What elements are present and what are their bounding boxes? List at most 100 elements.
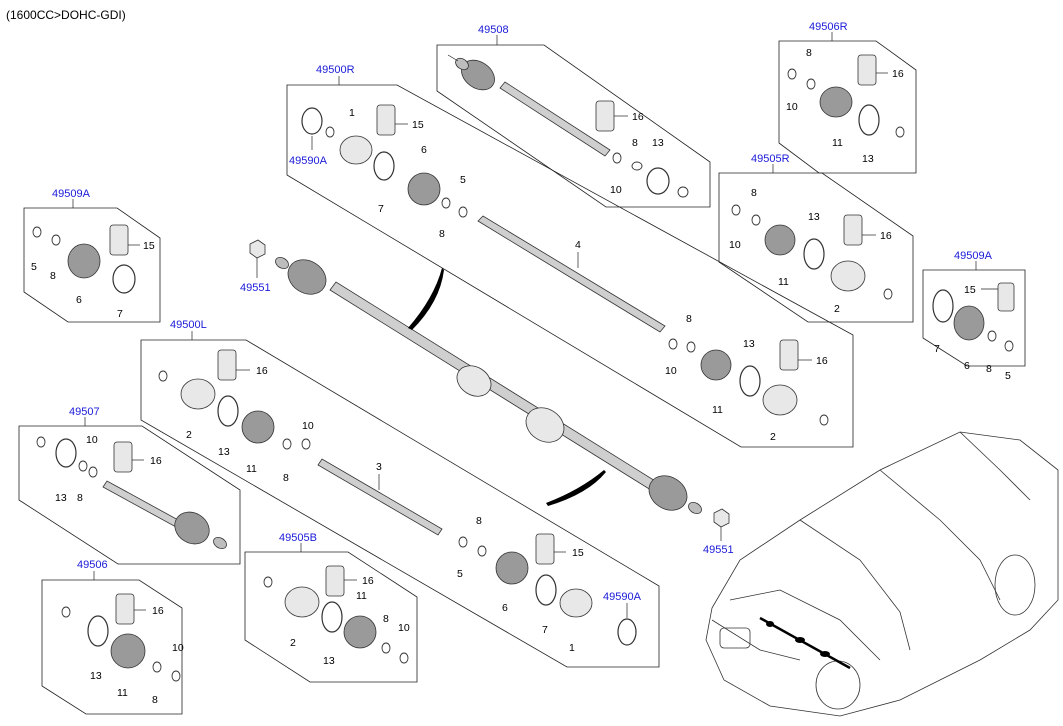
svg-text:5: 5 (457, 568, 463, 580)
svg-text:8: 8 (686, 313, 692, 325)
svg-text:16: 16 (152, 605, 164, 617)
svg-text:2: 2 (770, 431, 776, 443)
main-driveshaft (275, 256, 702, 515)
panel-49509A-left: 49509A 5 8 6 15 7 (23, 188, 161, 323)
svg-text:8: 8 (77, 492, 83, 504)
code-49509A-right[interactable]: 49509A (954, 250, 993, 262)
svg-text:13: 13 (90, 670, 102, 682)
svg-text:15: 15 (412, 119, 424, 131)
svg-text:8: 8 (806, 47, 812, 59)
code-49500L[interactable]: 49500L (170, 319, 207, 331)
svg-text:11: 11 (778, 276, 789, 288)
svg-text:2: 2 (186, 429, 192, 441)
svg-text:5: 5 (1005, 370, 1011, 382)
svg-text:13: 13 (323, 655, 335, 667)
svg-text:13: 13 (652, 137, 664, 149)
svg-text:10: 10 (302, 420, 314, 432)
nut-49551-top: 49551 (240, 239, 271, 294)
direction-arrow-bottom (546, 470, 606, 506)
svg-text:11: 11 (832, 137, 843, 149)
svg-text:11: 11 (356, 590, 367, 602)
svg-text:8: 8 (751, 187, 757, 199)
vehicle-illustration (705, 431, 1059, 717)
svg-text:15: 15 (572, 547, 584, 559)
svg-text:10: 10 (172, 642, 184, 654)
code-49505R[interactable]: 49505R (751, 153, 790, 165)
panel-49506: 49506 16 13 11 8 10 (41, 559, 184, 715)
svg-text:8: 8 (439, 228, 445, 240)
svg-text:8: 8 (632, 137, 638, 149)
code-49590A-left[interactable]: 49590A (603, 591, 642, 603)
svg-text:49551[interactable]: 49551 (240, 282, 271, 294)
svg-text:8: 8 (383, 613, 389, 625)
svg-text:7: 7 (117, 308, 123, 320)
svg-text:2: 2 (834, 303, 840, 315)
svg-text:8: 8 (152, 694, 158, 706)
svg-text:10: 10 (86, 434, 98, 446)
svg-text:11: 11 (117, 687, 128, 699)
svg-text:10: 10 (398, 622, 410, 634)
svg-text:10: 10 (729, 239, 741, 251)
panel-49509A-right: 49509A 15 7 6 8 5 (922, 250, 1026, 382)
code-49509A-left[interactable]: 49509A (52, 188, 91, 200)
svg-text:16: 16 (880, 230, 892, 242)
panel-49505B: 49505B 16 2 13 11 8 10 (244, 532, 418, 683)
svg-text:16: 16 (816, 355, 828, 367)
svg-text:8: 8 (283, 472, 289, 484)
nut-49551-bottom: 49551 (703, 508, 734, 556)
panel-49507: 49507 13 8 10 16 (18, 406, 241, 565)
svg-text:1: 1 (349, 107, 355, 119)
panel-49505R: 49505R 10 8 11 13 16 2 (718, 153, 914, 323)
code-49500R[interactable]: 49500R (316, 64, 355, 76)
svg-text:10: 10 (786, 101, 798, 113)
svg-text:6: 6 (964, 360, 970, 372)
svg-text:10: 10 (665, 365, 677, 377)
svg-text:16: 16 (362, 575, 374, 587)
svg-text:6: 6 (421, 144, 427, 156)
svg-text:13: 13 (743, 338, 755, 350)
svg-text:7: 7 (934, 343, 940, 355)
code-49505B[interactable]: 49505B (279, 532, 317, 544)
boot-kit-16 (595, 100, 615, 132)
svg-text:6: 6 (502, 602, 508, 614)
svg-text:13: 13 (55, 492, 67, 504)
svg-text:16: 16 (632, 111, 644, 123)
svg-text:16: 16 (150, 455, 162, 467)
code-49506R[interactable]: 49506R (809, 21, 848, 33)
svg-text:8: 8 (50, 270, 56, 282)
svg-text:10: 10 (610, 184, 622, 196)
panel-49508: 49508 16 8 13 10 (436, 24, 711, 208)
vehicle-driveshaft-highlight (759, 616, 851, 670)
svg-text:2: 2 (290, 637, 296, 649)
svg-text:4: 4 (575, 239, 581, 251)
svg-text:16: 16 (256, 365, 268, 377)
code-49590A-right[interactable]: 49590A (289, 155, 328, 167)
svg-text:1: 1 (569, 642, 575, 654)
code-49506[interactable]: 49506 (77, 559, 108, 571)
svg-text:3: 3 (376, 461, 382, 473)
svg-text:13: 13 (218, 446, 230, 458)
svg-text:8: 8 (986, 363, 992, 375)
svg-text:13: 13 (808, 211, 820, 223)
panel-49500L: 49500L 16 2 13 11 8 10 3 (140, 319, 660, 668)
driveshaft-assembly-49508 (447, 54, 611, 157)
engine-spec-title: (1600CC>DOHC-GDI) (6, 8, 126, 22)
svg-text:8: 8 (476, 515, 482, 527)
svg-text:7: 7 (542, 624, 548, 636)
panel-49506R: 49506R 10 8 16 11 13 (778, 21, 917, 174)
code-49507[interactable]: 49507 (69, 406, 100, 418)
svg-text:5: 5 (31, 261, 37, 273)
panel-49500R: 49500R 49590A 1 15 7 6 8 5 4 10 8 11 13 … (286, 64, 854, 448)
svg-text:13: 13 (862, 153, 874, 165)
code-49508[interactable]: 49508 (478, 24, 509, 36)
svg-text:49551[interactable]: 49551 (703, 544, 734, 556)
svg-text:15: 15 (964, 284, 976, 296)
svg-text:15: 15 (143, 240, 155, 252)
svg-text:5: 5 (460, 174, 466, 186)
svg-text:11: 11 (246, 463, 257, 475)
svg-text:11: 11 (712, 404, 723, 416)
svg-text:7: 7 (378, 203, 384, 215)
svg-text:16: 16 (892, 68, 904, 80)
direction-arrow-top (408, 268, 444, 330)
